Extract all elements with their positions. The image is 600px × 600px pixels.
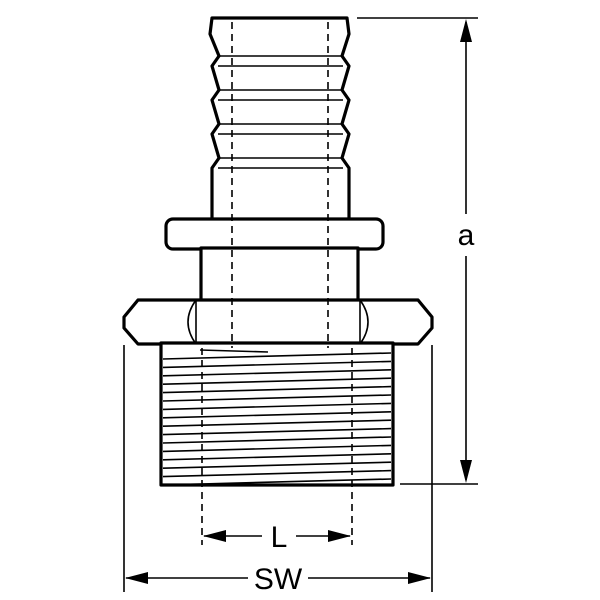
hex-nut	[122, 298, 434, 346]
label-a: a	[458, 219, 475, 252]
arrow-l-left	[203, 530, 226, 542]
arrow-sw-right	[408, 572, 431, 584]
thread-line-10	[162, 427, 392, 436]
neck	[199, 246, 360, 304]
label-l: L	[271, 521, 288, 554]
hex-chamfer-left	[187, 299, 197, 345]
dimension-sw: SW	[123, 345, 433, 596]
thread-start-line	[199, 349, 269, 353]
threaded-body	[159, 341, 395, 487]
thread-line-5	[162, 385, 392, 394]
collar-flange	[164, 217, 385, 251]
hex-chamfer-right	[359, 299, 369, 345]
thread-line-9	[162, 419, 392, 427]
thread-line-16	[162, 478, 392, 486]
thread-line-4	[162, 377, 392, 385]
thread-line-3	[162, 369, 392, 377]
arrow-bottom	[460, 460, 472, 483]
label-a-background	[446, 214, 486, 256]
thread-line-6	[162, 394, 392, 402]
arrow-sw-left	[125, 572, 148, 584]
thread-line-15	[162, 469, 392, 478]
thread-line-14	[162, 461, 392, 469]
thread-line-8	[162, 411, 392, 419]
thread-line-2	[162, 360, 392, 369]
thread-line-1	[162, 352, 392, 360]
thread-line-13	[162, 453, 392, 461]
hex-body	[122, 298, 434, 346]
label-sw: SW	[254, 563, 303, 596]
arrow-l-right	[328, 530, 351, 542]
thread-line-12	[162, 444, 392, 453]
dimension-a: a	[357, 17, 486, 485]
thread-line-7	[162, 402, 392, 411]
dimension-l: L	[203, 521, 351, 554]
thread-lines	[162, 349, 392, 486]
thread-line-11	[162, 436, 392, 444]
arrow-top	[460, 19, 472, 42]
